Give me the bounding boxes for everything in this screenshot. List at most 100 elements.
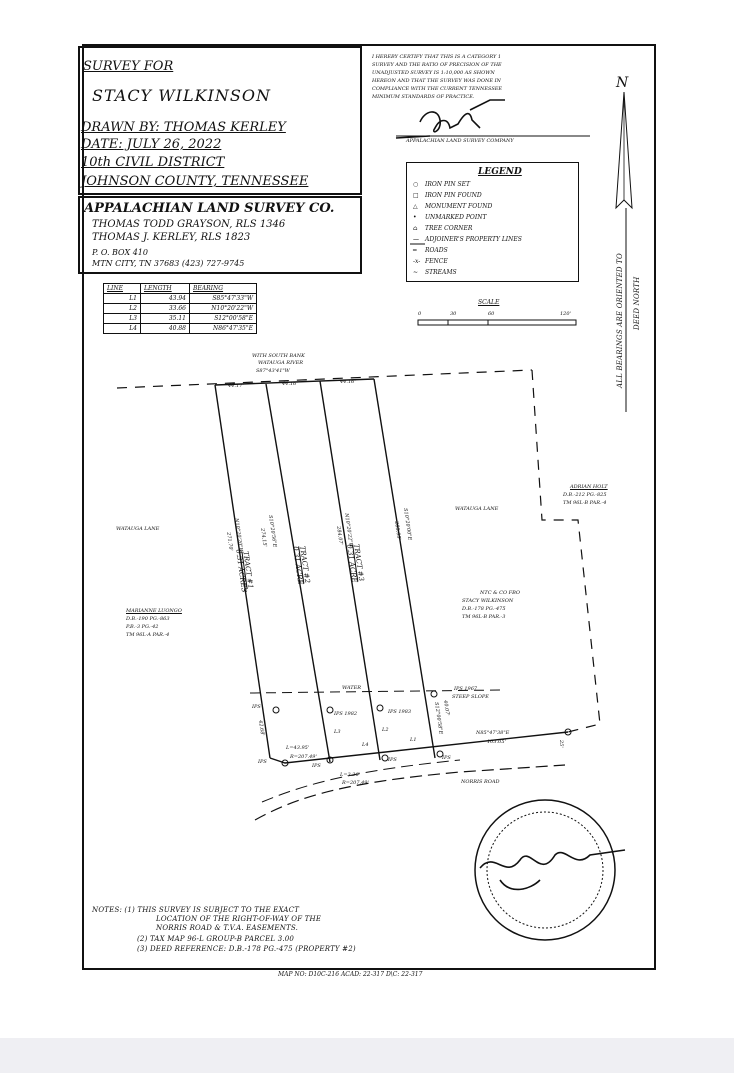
seal-signature [479,849,626,891]
ntc-label-1: NTC & CO FBO [480,590,521,596]
surveyor-2: THOMAS J. KERLEY, RLS 1823 [92,232,251,243]
road-label: NORRIS ROAD [461,779,500,785]
tract-line-4 [373,378,436,759]
norris-road-line [254,764,566,821]
ips-1982: IPS 1982 [334,711,358,717]
label-l4: L4 [362,742,369,748]
legend-items: ○IRON PIN SET □IRON PIN FOUND △MONUMENT … [413,181,579,280]
po-box: P. O. BOX 410 [92,248,148,257]
company-name: APPALACHIAN LAND SURVEY CO. [84,201,335,216]
monument-found-icon: △ [413,203,418,210]
legend-item: -x-FENCE [413,258,448,265]
title-block [78,46,362,195]
note-line-4: (2) TAX MAP 96-L GROUP-B PARCEL 3.00 [137,935,295,943]
drawn-by: DRAWN BY: THOMAS KERLEY [81,120,286,135]
s-dist: 40.07' [442,699,451,717]
adjoiner-holt-deed: D.B.-212 PG.-825 [563,492,607,498]
adjoiner-luongo-tm: TM 96L-A PAR.-4 [126,632,170,638]
county: JOHNSON COUNTY, TENNESSEE [81,174,309,189]
cert-line-3: UNADJUSTED SURVEY IS 1:10,000 AS SHOWN [372,70,495,76]
property-line-icon: — [413,236,419,243]
note-line-5: (3) DEED REFERENCE: D.B.-178 PG.-475 (PR… [137,945,356,953]
steep-slope: STEEP SLOPE [452,694,489,700]
legend-title: LEGEND [478,167,522,177]
legend-item: △MONUMENT FOUND [413,203,493,210]
cert-line-2: SURVEY AND THE RATIO OF PRECISION OF THE [372,62,502,68]
ips-bottom-2: IPS [312,763,321,769]
ips-1983: IPS 1983 [388,709,412,715]
bottom-lot-line [269,731,569,764]
adjoiner-luongo-deed: D.B.-190 PG.-863 [126,616,170,622]
surveyor-seal [474,799,616,941]
tract-line-1 [214,384,271,759]
scale-tick-120: 120' [560,311,571,317]
property-boundary [531,369,601,733]
surveyor-1: THOMAS TODD GRAYSON, RLS 1346 [92,219,286,230]
adjoiner-luongo-pb: P.B.-3 PG.-42 [126,624,159,630]
legend-item: —ADJOINER'S PROPERTY LINES [413,236,522,243]
legend-item: ○IRON PIN SET [413,181,471,188]
ips-1: IPS [252,704,261,710]
company-address: MTN CITY, TN 37683 (423) 727-9745 [92,259,245,268]
legend-item: ═ROADS [413,247,448,254]
legend-item: ~STREAMS [413,269,457,276]
tree-corner-icon: ⌂ [413,225,418,232]
dim-25: 25' [558,740,564,748]
scale-tick-30: 30 [450,311,457,317]
tract-line-3 [319,380,381,761]
scale-tick-60: 60 [488,311,495,317]
cert-line-4: HEREON AND THAT THE SURVEY WAS DONE IN [372,78,501,84]
civil-district: 10th CIVIL DISTRICT [81,155,225,170]
adjoiner-luongo: MARIANNE LUONGO [126,608,182,614]
bottom-bearing: N85°47'38"E [476,730,510,736]
legend-item: ⌂TREE CORNER [413,225,473,232]
label-l2: L2 [382,727,389,733]
line-table: LINE LENGTH BEARING L1 43.94 S85°47'33"W… [103,283,257,334]
note-line-2: LOCATION OF THE RIGHT-OF-WAY OF THE [156,915,322,923]
curve-1-radius: R=207.49' [290,754,317,760]
viewer-bottom-bar [0,1038,734,1073]
ips-bottom-4: IPS [442,755,451,761]
note-line-3: NORRIS ROAD & T.V.A. EASEMENTS. [156,924,299,932]
stream-icon: ~ [413,269,419,276]
legend-item: □IRON PIN FOUND [413,192,482,199]
water-line [249,689,501,694]
label-l3: L3 [334,729,341,735]
ips-bottom-3: IPS [388,757,397,763]
river-label-2: WATAUGA RIVER [258,360,304,366]
company-block [78,196,362,274]
survey-sheet [82,44,656,970]
cert-line-6: MINIMUM STANDARDS OF PRACTICE. [372,94,475,100]
curve-2-radius: R=207.49' [342,780,369,786]
iron-pin-found-icon: □ [413,192,419,199]
lane-left: WATAUGA LANE [116,526,160,532]
fence-icon: -x- [413,258,421,265]
cert-company: APPALACHIAN LAND SURVEY COMPANY [406,138,514,144]
segment-1: 44.17' [228,383,244,389]
curve-2: L=3.26' [340,772,361,778]
lane-right: WATAUGA LANE [455,506,499,512]
adjoiner-holt-tm: TM 96L-B PAR.-4 [563,500,607,506]
cert-line-1: I HEREBY CERTIFY THAT THIS IS A CATEGORY… [372,54,502,60]
legend-box [406,162,579,282]
cert-line-5: COMPLIANCE WITH THE CURRENT TENNESSEE [372,86,503,92]
iron-pin-set-icon: ○ [413,181,419,188]
adjoiner-holt: ADRIAN HOLT [570,484,608,490]
survey-date: DATE: JULY 26, 2022 [81,137,222,152]
ntc-label-4: TM 96L-B PAR.-3 [462,614,506,620]
tract-line-2 [265,383,331,763]
river-line [116,369,533,389]
scale-bar [417,319,577,326]
ips-bottom-1: IPS [258,759,267,765]
l-dist: 42.68' [257,719,266,737]
map-number: MAP NO: D10C-216 ACAD: 22-317 D\C: 22-31… [278,971,423,978]
survey-for: SURVEY FOR [83,59,174,74]
note-line-1: NOTES: (1) THIS SURVEY IS SUBJECT TO THE… [92,906,300,914]
curve-1: L=43.95' [286,745,310,751]
table-row: L4 40.88 N86°47'35"E [103,323,257,334]
scale-label: SCALE [478,299,500,306]
north-letter: N [616,75,629,91]
segment-3: 44.16' [340,379,356,385]
surveyor-signature [395,99,505,139]
